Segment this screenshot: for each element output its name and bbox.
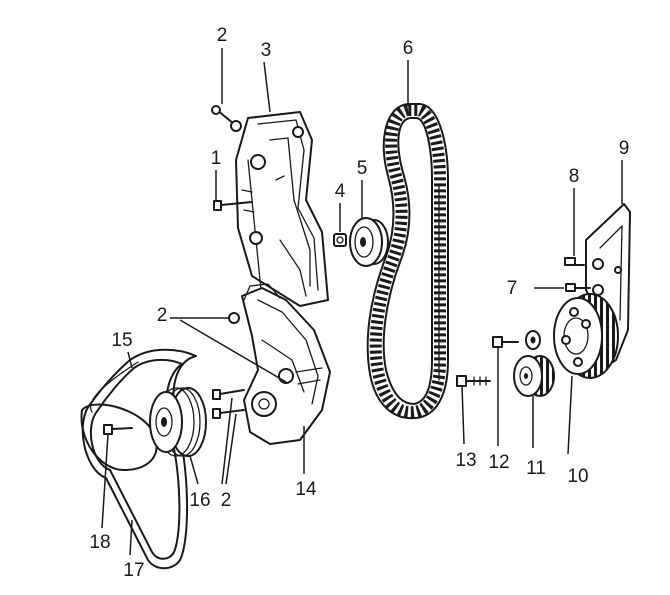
callout-5: 5	[357, 158, 368, 179]
crankshaft-sprocket	[513, 355, 555, 397]
bolt-12	[492, 336, 519, 348]
bolt-18	[103, 424, 133, 435]
callout-14: 14	[295, 479, 317, 500]
nut-2-middle	[228, 312, 240, 324]
callout-18: 18	[89, 532, 110, 553]
callout-9: 9	[619, 138, 630, 159]
nut-4	[333, 233, 347, 247]
callout-6: 6	[403, 38, 414, 59]
callout-3: 3	[261, 40, 272, 61]
leader-lines	[101, 48, 623, 556]
callout-13: 13	[455, 450, 476, 471]
bolt-1	[213, 200, 253, 211]
callout-10: 10	[567, 466, 588, 487]
bolt-13	[456, 375, 491, 387]
ribbed-pulley	[149, 387, 207, 457]
callout-7: 7	[507, 278, 518, 299]
toothed-timing-belt	[366, 103, 449, 420]
camshaft-sprocket	[553, 293, 619, 379]
callout-2-lower: 2	[221, 490, 232, 511]
callout-8: 8	[569, 166, 580, 187]
callout-16: 16	[189, 490, 210, 511]
callout-11: 11	[526, 458, 546, 479]
bolts-2-lower	[212, 389, 245, 419]
callout-2-middle: 2	[157, 305, 168, 326]
tensioner-pulley	[349, 217, 389, 267]
bolt-7	[565, 283, 591, 292]
lower-timing-belt-cover	[241, 283, 331, 445]
callout-4: 4	[335, 181, 346, 202]
upper-timing-belt-cover	[235, 111, 329, 307]
callout-15: 15	[111, 330, 132, 351]
callout-12: 12	[488, 452, 509, 473]
callout-1: 1	[211, 148, 222, 169]
callout-17: 17	[123, 560, 144, 581]
washer	[525, 330, 541, 350]
bolt-2-upper	[211, 105, 242, 132]
callout-2-upper: 2	[217, 25, 228, 46]
bolt-8	[564, 257, 585, 266]
